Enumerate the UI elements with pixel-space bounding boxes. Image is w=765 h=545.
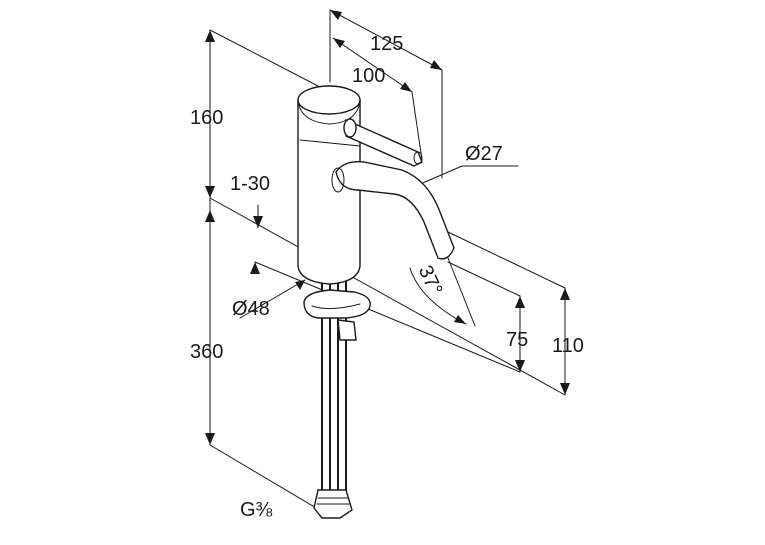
dim-75: 75 xyxy=(506,329,528,351)
dim-100: 100 xyxy=(352,65,385,87)
dim-dia27: Ø27 xyxy=(465,143,503,165)
mounting-plate xyxy=(303,289,371,319)
dim-dia48: Ø48 xyxy=(232,298,270,320)
dim-1-30: 1-30 xyxy=(230,173,270,195)
dim-125: 125 xyxy=(370,33,403,55)
dimension-lines xyxy=(209,9,566,516)
top-cap xyxy=(297,85,361,115)
dim-360: 360 xyxy=(190,341,223,363)
spout xyxy=(335,161,455,260)
dimension-labels: 125 100 160 1-30 Ø27 37° Ø48 75 110 360 … xyxy=(190,33,584,521)
arrowheads xyxy=(205,10,570,445)
dim-160: 160 xyxy=(190,107,223,129)
dim-37deg: 37° xyxy=(414,262,447,299)
faucet xyxy=(297,85,455,519)
dim-110: 110 xyxy=(552,335,584,357)
dim-thread: G⅜ xyxy=(240,499,273,521)
faucet-body xyxy=(297,99,361,285)
